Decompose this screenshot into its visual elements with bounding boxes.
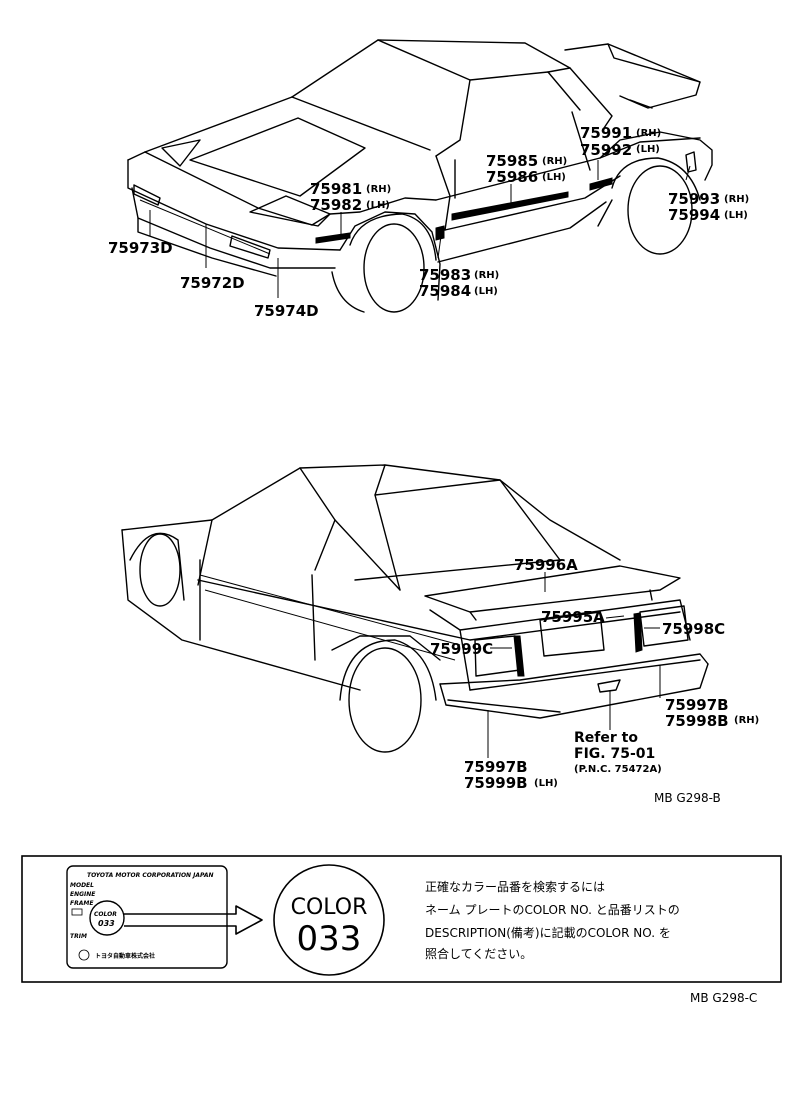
label-75972D: 75972D <box>180 274 245 292</box>
label-75973D: 75973D <box>108 239 173 257</box>
label-75981-side: (RH) <box>366 184 391 195</box>
label-75985-side: (RH) <box>542 156 567 167</box>
label-75974D: 75974D <box>254 302 319 320</box>
label-75997B-right: 75997B <box>665 696 729 714</box>
label-75982: 75982 <box>310 196 362 214</box>
color-circle-value: 033 <box>297 919 362 959</box>
label-75994-side: (LH) <box>724 210 748 221</box>
label-75993: 75993 <box>668 190 720 208</box>
refer-to-line3: (P.N.C. 75472A) <box>574 764 662 775</box>
plate-color-label: COLOR <box>94 911 117 918</box>
front-leader-lines <box>149 160 691 298</box>
label-75994: 75994 <box>668 206 720 224</box>
label-75998C: 75998C <box>662 620 725 638</box>
label-75985: 75985 <box>486 152 538 170</box>
label-75997B-left: 75997B <box>464 758 528 776</box>
label-75998B-side: (RH) <box>734 715 759 726</box>
plate-row-model: MODEL <box>70 882 94 889</box>
label-75996A: 75996A <box>514 556 578 574</box>
instruction-line-1: 正確なカラー品番を検索するには <box>425 879 605 894</box>
pointer-arrow <box>124 905 263 935</box>
label-75983-side: (RH) <box>474 270 499 281</box>
refer-to-line1: Refer to <box>574 730 638 746</box>
instruction-line-3: DESCRIPTION(備考)に記載のCOLOR NO. を <box>425 925 671 940</box>
label-75999B-side: (LH) <box>534 778 558 789</box>
rear-leader-lines <box>487 572 661 758</box>
label-75981: 75981 <box>310 180 362 198</box>
diagram-code-upper: MB G298-B <box>654 791 721 805</box>
name-plate-illustration: TOYOTA MOTOR CORPORATION JAPAN MODEL ENG… <box>66 865 228 969</box>
label-75983: 75983 <box>419 266 471 284</box>
rear-car-drawing <box>121 464 709 753</box>
rear-part-labels: 75996A 75995A 75998C 75999C 75997B 75998… <box>430 556 759 792</box>
label-75992: 75992 <box>580 141 632 159</box>
label-75999B: 75999B <box>464 774 528 792</box>
label-75993-side: (RH) <box>724 194 749 205</box>
label-75986-side: (LH) <box>542 172 566 183</box>
plate-color-value: 033 <box>98 919 115 928</box>
color-circle <box>273 864 385 976</box>
label-75998B: 75998B <box>665 712 729 730</box>
label-75995A: 75995A <box>541 608 605 626</box>
instruction-line-4: 照合してください。 <box>425 946 532 961</box>
label-75991: 75991 <box>580 124 632 142</box>
front-part-labels: 75981 (RH) 75982 (LH) 75985 (RH) 75986 (… <box>108 124 749 320</box>
label-75999C: 75999C <box>430 640 493 658</box>
label-75991-side: (RH) <box>636 128 661 139</box>
plate-row-frame: FRAME <box>70 900 94 907</box>
label-75984-side: (LH) <box>474 286 498 297</box>
label-75986: 75986 <box>486 168 538 186</box>
plate-row-engine: ENGINE <box>70 891 96 898</box>
label-75984: 75984 <box>419 282 471 300</box>
diagram-code-lower: MB G298-C <box>690 991 757 1005</box>
color-info-box: TOYOTA MOTOR CORPORATION JAPAN MODEL ENG… <box>21 855 782 983</box>
label-75992-side: (LH) <box>636 144 660 155</box>
instruction-line-2: ネーム プレートのCOLOR NO. と品番リストの <box>425 903 680 917</box>
label-75982-side: (LH) <box>366 200 390 211</box>
plate-trim: TRIM <box>70 933 87 940</box>
plate-footer: トヨタ自動車株式会社 <box>95 952 155 960</box>
refer-to-line2: FIG. 75-01 <box>574 746 655 762</box>
color-circle-label: COLOR <box>291 895 368 920</box>
front-car-drawing <box>127 39 713 313</box>
plate-header: TOYOTA MOTOR CORPORATION JAPAN <box>87 872 214 879</box>
